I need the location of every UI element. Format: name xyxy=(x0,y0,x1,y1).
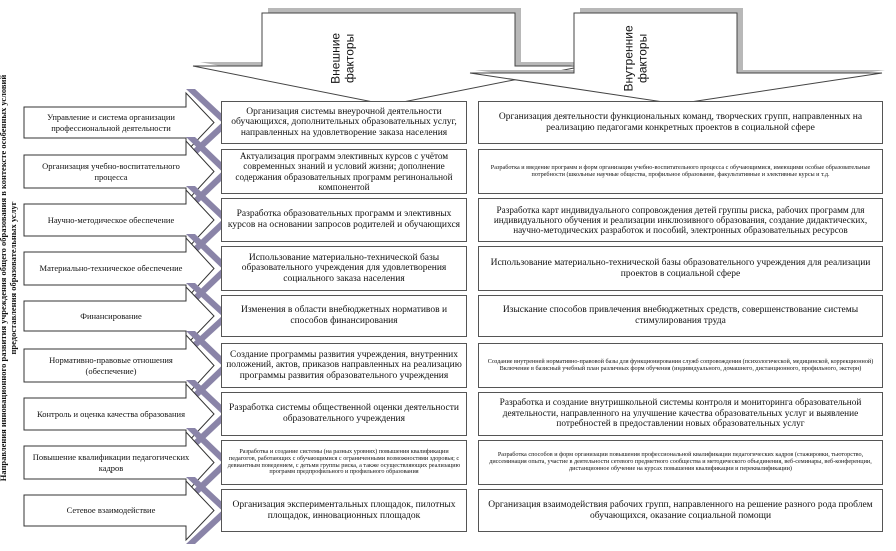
direction-label: Финансирование xyxy=(80,310,142,321)
directions-side-label: Направления инновационного развития учре… xyxy=(0,74,18,482)
direction-label: Контроль и оценка качества образования xyxy=(36,408,185,419)
internal-factor-box: Организация деятельности функциональных … xyxy=(478,101,883,144)
internal-factor-box: Разработка и создание внутришкольной сис… xyxy=(478,392,883,436)
external-factor-box: Разработка образовательных программ и эл… xyxy=(221,198,467,242)
internal-factor-box: Организация взаимодействия рабочих групп… xyxy=(478,489,883,532)
internal-factor-box: Разработка и введение программ и форм ор… xyxy=(478,149,883,194)
direction-label: Управление и система организации професс… xyxy=(47,112,175,133)
external-factor-box: Актуализация программ элективных курсов … xyxy=(221,149,467,194)
internal-factor-box: Изыскание способов привлечения внебюджет… xyxy=(478,295,883,337)
internal-factor-box: Разработка способов и форм организации п… xyxy=(478,440,883,485)
external-factor-box: Разработка и создание системы (на разных… xyxy=(221,440,467,485)
direction-arrow xyxy=(23,234,231,303)
direction-label: Сетевое взаимодействие xyxy=(66,505,156,516)
direction-label: Материально-техническое обеспечение xyxy=(39,263,183,274)
internal-factor-box: Создание внутренней нормативно-правовой … xyxy=(478,343,883,388)
external-factor-box: Организация экспериментальных площадок, … xyxy=(221,489,467,532)
external-factor-box: Организация системы внеурочной деятельно… xyxy=(221,101,467,144)
external-factors-arrow xyxy=(192,8,588,106)
internal-factor-box: Разработка карт индивидуального сопровож… xyxy=(478,198,883,242)
direction-label: Научно-методическое обеспечение xyxy=(47,214,175,225)
direction-label: Нормативно-правовые отношения (обеспечен… xyxy=(49,355,173,376)
external-factor-box: Использование материально-технической ба… xyxy=(221,246,467,291)
internal-factors-arrow xyxy=(469,8,885,105)
direction-label: Повышение квалификации педагогических ка… xyxy=(32,452,190,473)
direction-label: Организация учебно-воспитательного проце… xyxy=(42,161,180,182)
external-factor-box: Создание программы развития учреждения, … xyxy=(221,343,467,388)
internal-factor-box: Использование материально-технической ба… xyxy=(478,246,883,291)
external-factor-box: Разработка системы общественной оценки д… xyxy=(221,392,467,436)
external-factor-box: Изменения в области внебюджетных нормати… xyxy=(221,295,467,337)
